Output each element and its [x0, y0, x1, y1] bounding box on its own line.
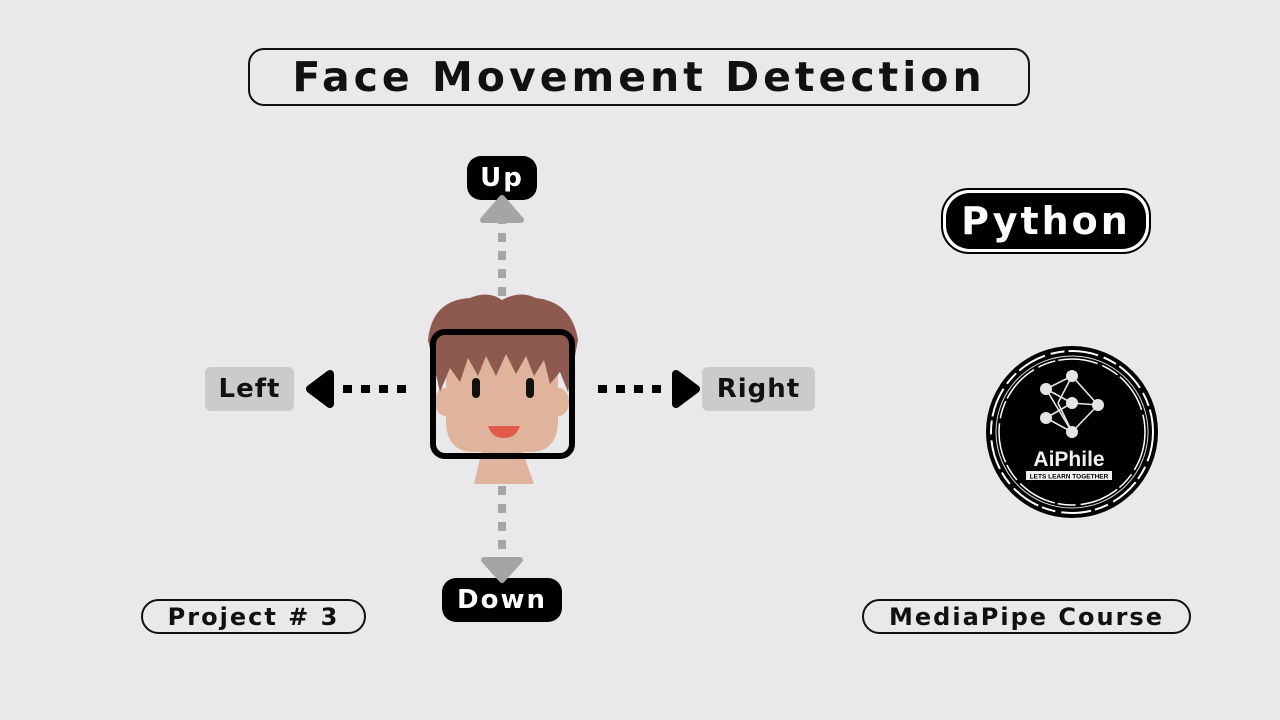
page-title: Face Movement Detection [248, 48, 1030, 106]
left-label: Left [205, 367, 294, 411]
course-label: MediaPipe Course [862, 599, 1191, 634]
right-label: Right [702, 367, 815, 411]
left-arrow [306, 370, 406, 408]
python-badge: Python [941, 188, 1151, 254]
face-illustration [428, 294, 578, 484]
down-arrow [481, 486, 523, 583]
project-label: Project # 3 [141, 599, 366, 634]
logo-name: AiPhile [1033, 448, 1104, 471]
up-label: Up [467, 156, 537, 200]
logo-tagline: LETS LEARN TOGETHER [1030, 474, 1109, 481]
down-label: Down [442, 578, 562, 622]
python-badge-inner: Python [946, 193, 1146, 249]
right-arrow [598, 370, 700, 408]
up-arrow [480, 195, 524, 296]
